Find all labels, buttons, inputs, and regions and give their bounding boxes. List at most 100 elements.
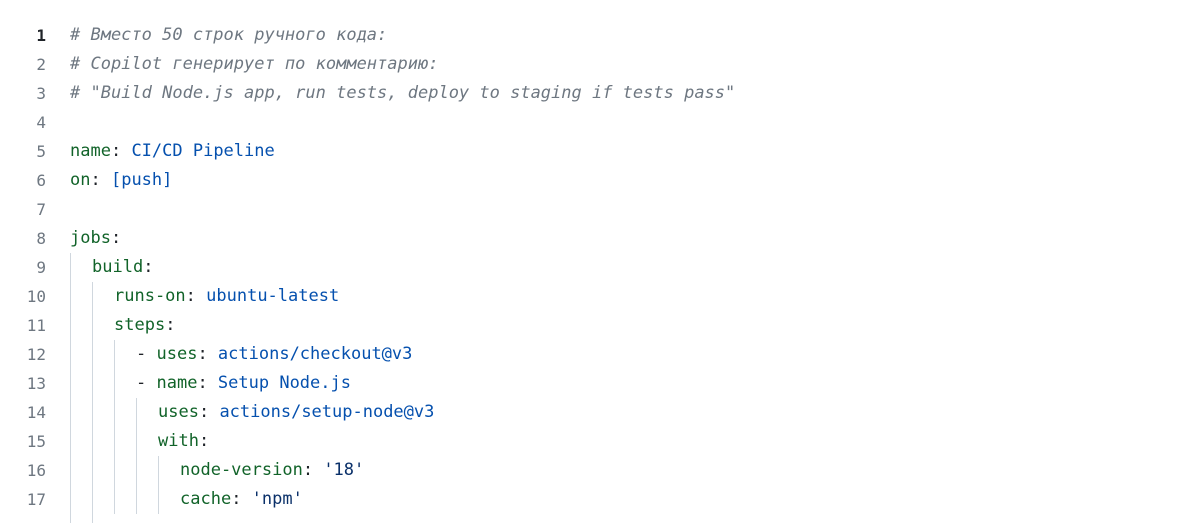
code-token-punct: :: [231, 489, 252, 509]
code-text: steps:: [114, 311, 175, 340]
code-token-punct: :: [110, 141, 132, 161]
code-line[interactable]: 4: [0, 108, 1200, 137]
indent-guide: [114, 485, 115, 514]
code-line[interactable]: 12 - uses: actions/checkout@v3: [0, 340, 1200, 369]
line-number: 16: [26, 461, 46, 480]
indent-guide: [114, 427, 115, 456]
indent-guide: [114, 398, 115, 427]
code-text: cache: 'npm': [180, 485, 303, 514]
code-token-key: uses: [158, 402, 199, 422]
code-token-punct: :: [90, 170, 111, 190]
indent-guide: [136, 427, 137, 456]
code-token-punct: -: [136, 344, 157, 364]
code-text: # "Build Node.js app, run tests, deploy …: [70, 79, 735, 108]
code-token-key: runs-on: [114, 286, 186, 306]
code-text: runs-on: ubuntu-latest: [114, 282, 339, 311]
indent-guide: [70, 253, 71, 282]
code-token-val: Setup Node.js: [217, 373, 351, 393]
indent-guide: [136, 456, 137, 485]
code-token-key: name: [156, 373, 198, 393]
indent-guide: [92, 514, 93, 523]
code-text: - name: Setup Node.js: [136, 369, 351, 398]
code-token-val: actions/setup-node@v3: [219, 402, 435, 422]
line-number: 1: [36, 26, 46, 45]
line-number: 9: [36, 258, 46, 277]
indent-guide: [92, 369, 93, 398]
code-line[interactable]: 7: [0, 195, 1200, 224]
line-number: 12: [26, 345, 46, 364]
line-number: 6: [36, 171, 46, 190]
line-number: 10: [26, 287, 46, 306]
code-line[interactable]: 13 - name: Setup Node.js: [0, 369, 1200, 398]
code-text: - uses: actions/checkout@v3: [136, 340, 412, 369]
code-text: # Вместо 50 строк ручного кода:: [70, 21, 387, 50]
indent-guide: [70, 427, 71, 456]
code-token-val: [push]: [110, 170, 173, 190]
code-line[interactable]: 10 runs-on: ubuntu-latest: [0, 282, 1200, 311]
code-token-key: with: [158, 431, 199, 451]
code-editor[interactable]: 1 # Вместо 50 строк ручного кода: 2 # Copil…: [0, 21, 1200, 514]
code-token-key: name: [70, 141, 111, 161]
code-text: name: CI/CD Pipeline: [70, 137, 275, 166]
code-line[interactable]: 8 jobs:: [0, 224, 1200, 253]
line-number: 13: [26, 374, 46, 393]
code-token-punct: :: [185, 286, 207, 306]
indent-guide: [70, 485, 71, 514]
code-text: on: [push]: [70, 166, 172, 195]
line-number: 5: [36, 142, 46, 161]
indent-guide: [114, 369, 115, 398]
line-number: 4: [36, 113, 46, 132]
indent-guide: [92, 398, 93, 427]
indent-guide: [92, 456, 93, 485]
code-token-key: cache: [180, 489, 232, 509]
line-number: 14: [26, 403, 46, 422]
code-token-key: node-version: [180, 460, 303, 480]
code-token-str: '18': [323, 460, 365, 480]
code-token-val: actions/checkout@v3: [217, 344, 413, 364]
code-line[interactable]: 5 name: CI/CD Pipeline: [0, 137, 1200, 166]
indent-guide: [70, 398, 71, 427]
indent-guide: [158, 485, 159, 514]
line-number: 8: [36, 229, 46, 248]
indent-guide: [114, 340, 115, 369]
code-line[interactable]: 1 # Вместо 50 строк ручного кода:: [0, 21, 1200, 50]
indent-guide: [92, 282, 93, 311]
code-line[interactable]: 6 on: [push]: [0, 166, 1200, 195]
code-token-punct: :: [165, 315, 176, 335]
code-token-punct: :: [198, 402, 220, 422]
code-line[interactable]: 14 uses: actions/setup-node@v3: [0, 398, 1200, 427]
code-token-punct: -: [136, 373, 157, 393]
code-token-val: ubuntu-latest: [206, 286, 340, 306]
code-token-val: CI/CD Pipeline: [131, 141, 275, 161]
indent-guide: [70, 340, 71, 369]
indent-guide: [136, 485, 137, 514]
code-token-comment: # Вместо 50 строк ручного кода:: [70, 25, 388, 45]
code-token-key: on: [70, 170, 91, 190]
indent-guide: [70, 514, 71, 523]
code-token-punct: :: [198, 431, 210, 451]
line-number: 7: [36, 200, 46, 219]
code-text: jobs:: [70, 224, 121, 253]
code-token-punct: :: [110, 228, 122, 248]
code-line[interactable]: 16 node-version: '18': [0, 456, 1200, 485]
code-line[interactable]: 3 # "Build Node.js app, run tests, deploy…: [0, 79, 1200, 108]
indent-guide: [70, 369, 71, 398]
code-token-key: jobs: [70, 228, 111, 248]
indent-guide: [136, 398, 137, 427]
indent-guide: [70, 282, 71, 311]
line-number: 2: [36, 55, 46, 74]
code-token-punct: :: [197, 373, 218, 393]
partial-line-18: [0, 514, 1200, 523]
code-token-punct: :: [302, 460, 324, 480]
indent-guide: [114, 456, 115, 485]
code-line[interactable]: 2 # Copilot генерирует по комментарию:: [0, 50, 1200, 79]
indent-guide: [70, 311, 71, 340]
code-token-comment: # "Build Node.js app, run tests, deploy …: [70, 83, 736, 103]
line-number: 15: [26, 432, 46, 451]
code-text: # Copilot генерирует по комментарию:: [70, 50, 438, 79]
line-number: 3: [36, 84, 46, 103]
code-line[interactable]: 15 with:: [0, 427, 1200, 456]
